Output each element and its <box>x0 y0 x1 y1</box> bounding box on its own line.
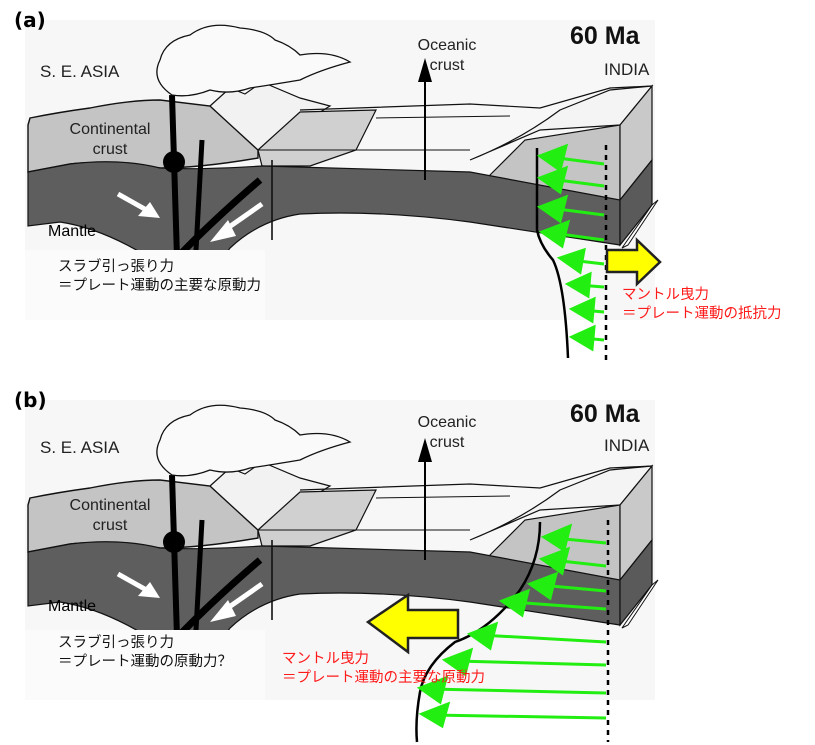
se-asia-label: S. E. ASIA <box>40 438 120 457</box>
yellow-force-arrow <box>365 592 460 655</box>
age-label: 60 Ma <box>570 400 640 428</box>
continental-crust-label: Continental crust <box>55 120 165 160</box>
oceanic-crust-arrow-head <box>418 58 432 82</box>
slab-pull-annotation: スラブ引っ張り力 ＝プレート運動の原動力？ <box>58 634 232 672</box>
mantle-drag-line2: ＝プレート運動の抵抗力 <box>622 306 782 322</box>
velocity-profile-curve <box>535 148 570 359</box>
panel-a: (a) 60 Ma S. E. ASIA INDIA Oceanic crust… <box>0 0 815 372</box>
panel-letter: (a) <box>14 8 46 32</box>
velocity-arrow-head <box>568 324 596 352</box>
cross-section-illustration <box>25 20 662 362</box>
oceanic-crust-label-line2: crust <box>429 57 465 74</box>
slab-pull-line2: ＝プレート運動の原動力？ <box>58 654 232 670</box>
oceanic-crust-label-line1: Oceanic <box>417 37 477 54</box>
velocity-arrows <box>416 523 607 729</box>
slab-pull-line2: ＝プレート運動の主要な原動力 <box>58 278 261 294</box>
velocity-arrow-head <box>526 571 559 601</box>
volcanic-plume <box>156 24 352 97</box>
velocity-arrow-head <box>418 701 451 729</box>
velocity-arrow-head <box>538 219 571 249</box>
slab-pull-annotation: スラブ引っ張り力 ＝プレート運動の主要な原動力 <box>58 258 261 296</box>
velocity-arrow-head <box>536 194 569 224</box>
mantle-drag-annotation: マントル曳力 ＝プレート運動の抵抗力 <box>622 286 782 324</box>
ocean-surface <box>299 85 653 111</box>
velocity-arrow-head <box>536 143 569 173</box>
panel-b: (b) 60 Ma S. E. ASIA INDIA Oceanic crust… <box>0 380 815 745</box>
velocity-arrow-head <box>498 588 531 618</box>
velocity-arrow <box>431 713 607 720</box>
velocity-arrow <box>454 659 607 667</box>
velocity-arrow-head <box>536 165 569 195</box>
velocity-arrow-head <box>441 647 474 677</box>
magma-chamber <box>163 151 185 173</box>
mantle-drag-line1: マントル曳力 <box>622 287 709 303</box>
velocity-arrow-head <box>564 271 592 299</box>
oceanic-crust-arrow-head <box>418 438 432 462</box>
continental-crust-label-line1: Continental <box>69 121 151 138</box>
velocity-profile-curve <box>415 521 542 743</box>
velocity-arrow-head <box>416 675 449 705</box>
panel-letter: (b) <box>14 388 47 412</box>
velocity-arrow <box>511 600 607 611</box>
continental-crust-label: Continental crust <box>55 496 165 536</box>
se-asia-label: S. E. ASIA <box>40 62 120 81</box>
cross-section-illustration <box>25 400 659 743</box>
magma-chamber <box>163 531 185 553</box>
slab-pull-line1: スラブ引っ張り力 <box>58 635 174 651</box>
velocity-arrow <box>429 687 607 695</box>
yellow-force-arrow <box>605 237 662 287</box>
velocity-arrow-head <box>538 546 571 576</box>
slab-pull-line1: スラブ引っ張り力 <box>58 259 174 275</box>
volcanic-plume <box>156 404 352 477</box>
velocity-arrows <box>536 143 605 352</box>
mantle-drag-annotation: マントル曳力 ＝プレート運動の主要な原動力 <box>282 650 485 688</box>
mantle-drag-line2: ＝プレート運動の主要な原動力 <box>282 670 485 686</box>
oceanic-crust-label-line1: Oceanic <box>417 414 477 431</box>
velocity-arrow-head <box>466 621 499 651</box>
mantle-label: Mantle <box>48 223 97 240</box>
mantle-drag-line1: マントル曳力 <box>282 651 369 667</box>
velocity-arrow-head <box>540 523 573 553</box>
continental-crust-label-line1: Continental <box>69 497 151 514</box>
oceanic-crust-label: Oceanic crust <box>407 413 487 453</box>
mantle-label: Mantle <box>48 598 97 615</box>
india-label: INDIA <box>604 60 650 79</box>
age-label: 60 Ma <box>570 22 640 50</box>
continental-crust-label-line2: crust <box>92 141 128 158</box>
velocity-arrow-head <box>568 296 596 324</box>
oceanic-crust-label-line2: crust <box>429 434 465 451</box>
ocean-surface <box>299 465 653 491</box>
velocity-arrow <box>479 633 607 644</box>
continental-crust-label-line2: crust <box>92 517 128 534</box>
velocity-arrow-head <box>556 247 586 275</box>
oceanic-crust-label: Oceanic crust <box>407 36 487 76</box>
india-label: INDIA <box>604 436 650 455</box>
